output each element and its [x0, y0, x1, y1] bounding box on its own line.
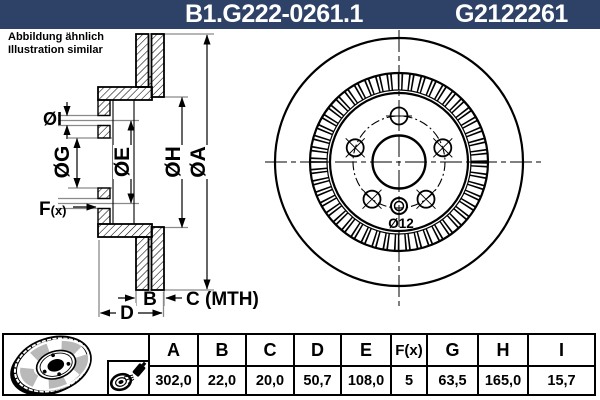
spec-col-h: H 165,0	[477, 335, 527, 394]
spec-value-h: 165,0	[484, 372, 522, 389]
svg-text:F(x): F(x)	[39, 199, 67, 220]
dim-label-f: F	[39, 199, 51, 220]
spec-col-d: D 50,7	[293, 335, 340, 394]
outer-diameter-circle	[273, 36, 525, 288]
spec-col-b: B 22,0	[197, 335, 245, 394]
ventilation-vanes-ring	[310, 73, 488, 251]
cross-section-view: ØI ØG ØE ØH ØA F(x)	[39, 33, 259, 324]
bolt-hole	[416, 189, 436, 210]
coated-disc-spray-icon	[109, 361, 147, 392]
spec-col-f: F(x) 5	[390, 335, 426, 394]
dim-label-a: ØA	[187, 146, 210, 178]
coated-disc-icon-box	[107, 360, 148, 394]
spec-col-i: I 15,7	[527, 335, 594, 394]
similarity-note-de: Abbildung ähnlich	[8, 31, 104, 43]
dim-label-h: ØH	[162, 146, 185, 178]
dim-label-g: ØG	[51, 146, 74, 179]
spec-value-i: 15,7	[547, 372, 576, 389]
spec-header-c: C	[247, 335, 293, 367]
dimension-labels: ØI ØG ØE ØH ØA F(x)	[39, 109, 259, 324]
disc-photo-cell	[4, 335, 148, 397]
spec-header-e: E	[342, 335, 390, 367]
similarity-note: Abbildung ähnlich Illustration similar	[8, 31, 104, 56]
dim-label-e: ØE	[111, 147, 134, 177]
disc-3d-illustration	[10, 335, 92, 397]
disc-section-material	[97, 33, 165, 291]
bolt-holes	[345, 103, 453, 210]
header-bar: B1.G222-0261.1 G2122261	[0, 0, 600, 29]
dim-label-d: D	[120, 303, 134, 324]
technical-drawing: ØI ØG ØE ØH ØA F(x)	[39, 30, 545, 324]
spec-value-a: 302,0	[155, 372, 192, 389]
center-bore-circle	[371, 134, 427, 190]
spec-col-c: C 20,0	[245, 335, 293, 394]
hat-outer-circle	[328, 91, 470, 233]
spec-header-b: B	[199, 335, 245, 367]
spec-col-g: G 63,5	[426, 335, 477, 394]
spec-header-g: G	[428, 335, 477, 367]
centerlines	[265, 30, 545, 308]
part-number: B1.G222-0261.1	[185, 0, 363, 28]
spec-value-b: 22,0	[207, 372, 237, 389]
bolt-hole	[386, 103, 412, 129]
spec-col-e: E 108,0	[340, 335, 390, 394]
locating-hole-label: Ø12	[388, 216, 414, 231]
bolt-hole	[345, 137, 366, 158]
spec-header-f: F(x)	[392, 335, 426, 367]
spec-header-i: I	[529, 335, 594, 367]
bolt-hole	[432, 137, 453, 158]
locating-hole	[390, 197, 408, 215]
similarity-note-en: Illustration similar	[8, 43, 103, 56]
spec-value-g: 63,5	[438, 372, 467, 389]
dimension-lines	[63, 34, 211, 317]
spec-value-d: 50,7	[303, 372, 332, 389]
spec-col-a: A 302,0	[148, 335, 197, 394]
spec-value-f: 5	[404, 372, 414, 389]
spec-table: A 302,0 B 22,0 C 20,0 D 50,7 E 108,0 F(x…	[2, 333, 596, 397]
vane-inner-edge	[326, 89, 472, 235]
reference-number: G2122261	[455, 0, 568, 28]
dim-label-f-suffix: (x)	[51, 203, 67, 218]
spec-header-h: H	[479, 335, 527, 367]
dim-label-b: B	[143, 289, 157, 310]
bolt-hole	[362, 189, 382, 210]
dim-label-c: C (MTH)	[186, 289, 259, 310]
spec-header-a: A	[150, 335, 197, 367]
spec-value-e: 108,0	[347, 372, 385, 389]
spec-header-d: D	[295, 335, 340, 367]
spec-value-c: 20,0	[255, 372, 285, 389]
dim-label-i: ØI	[43, 109, 62, 129]
front-view: Ø12	[265, 30, 545, 308]
